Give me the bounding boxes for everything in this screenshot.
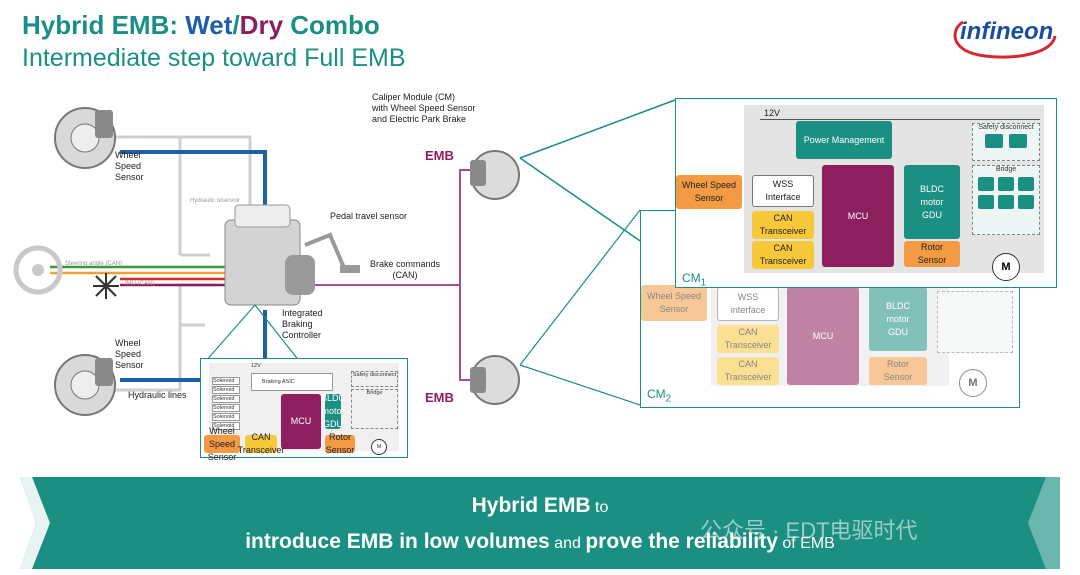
caliper-module-label: Caliper Module (CM)with Wheel Speed Sens… <box>372 92 476 124</box>
page-subtitle: Intermediate step toward Full EMB <box>22 44 406 72</box>
hydraulic-reservoir-label: Hydraulic reservoir <box>190 198 241 204</box>
cm2-motor-icon: M <box>959 369 987 397</box>
emb-top-label: EMB <box>425 148 454 163</box>
cm1-voltage: 12V <box>764 108 781 118</box>
ibc-mcu: MCU <box>281 394 321 449</box>
cm1-safety-disconnect: Safety disconnect <box>972 123 1040 161</box>
banner-line-2: introduce EMB in low volumes and prove t… <box>245 530 835 553</box>
page-title: Hybrid EMB: Wet/Dry Combo <box>22 10 380 40</box>
cm2-mcu: MCU <box>787 287 859 385</box>
banner-line-1: Hybrid EMB to <box>471 494 609 517</box>
logo-text: infineon <box>960 18 1054 45</box>
system-diagram <box>13 99 676 416</box>
motor-icon: M <box>371 439 387 455</box>
bottom-banner <box>20 477 1060 569</box>
cm1-motor-icon: M <box>992 253 1020 281</box>
cm1-label: CM1 <box>682 271 707 289</box>
brake-disc-icon <box>54 107 116 169</box>
cm1-power-management: Power Management <box>796 121 892 159</box>
watermark: 公众号 · EDT电驱时代 <box>700 518 918 543</box>
steering-angle-label: Steering angle (CAN) <box>65 261 123 267</box>
hydraulic-lines-label: Hydraulic lines <box>128 390 187 400</box>
solenoid-list: Solenoid Solenoid Solenoid Solenoid Sole… <box>212 377 240 430</box>
imu-label: IMU (CAN) <box>125 281 155 287</box>
brake-commands-label: Brake commands(CAN) <box>370 259 441 280</box>
cm1-bridge: Bridge <box>972 165 1040 235</box>
pedal-travel-sensor-label: Pedal travel sensor <box>330 211 408 221</box>
ibc-detail-panel: 12V Braking ASIC Solenoid Solenoid Solen… <box>200 358 408 462</box>
braking-asic: Braking ASIC <box>251 373 333 391</box>
emb-bottom-label: EMB <box>425 390 454 405</box>
cm1-mcu: MCU <box>822 165 894 267</box>
cm2-label: CM2 <box>647 387 672 405</box>
infineon-logo <box>953 20 1057 59</box>
